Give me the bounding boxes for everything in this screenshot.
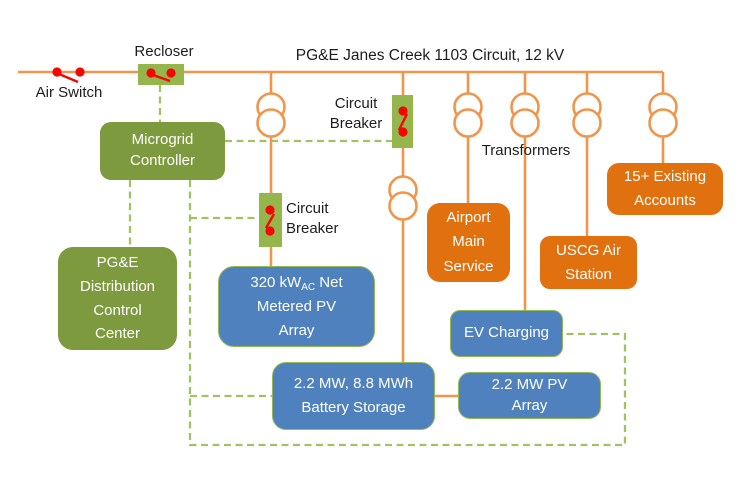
switch-symbols [52, 67, 409, 236]
diagram-title: PG&E Janes Creek 1103 Circuit, 12 kV [295, 47, 565, 64]
transformer-icon [510, 92, 540, 138]
transformer-icon [453, 92, 483, 138]
air-switch-label: Air Switch [35, 84, 103, 101]
transformers-label: Transformers [481, 142, 571, 159]
battery-storage-label: 2.2 MW, 8.8 MWh Battery Storage [293, 375, 414, 416]
uscg-air-station-box: USCG Air Station [540, 236, 637, 289]
ev-charging-box: EV Charging [450, 310, 563, 357]
air-switch-icon [52, 67, 85, 84]
microgrid-controller-box: Microgrid Controller [100, 122, 225, 180]
pv-array-22mw-box: 2.2 MW PV Array [458, 372, 601, 419]
transformer-icon [388, 175, 418, 221]
net-metered-pv-array-label: 320 kWAC Net Metered PV Array [250, 271, 342, 343]
pge-distribution-control-center-box: PG&E Distribution Control Center [58, 247, 177, 350]
recloser-label: Recloser [134, 43, 194, 60]
airport-main-service-label: Airport Main Service [443, 209, 494, 275]
transformer-icons [256, 92, 678, 221]
microgrid-controller-label: Microgrid Controller [129, 131, 196, 169]
control-lines [128, 85, 627, 447]
circuit-breaker-main-label: Circuit Breaker [329, 95, 383, 132]
uscg-air-station-label: USCG Air Station [555, 241, 621, 283]
transformer-icon [256, 92, 286, 138]
airport-main-service-box: Airport Main Service [427, 203, 510, 282]
transformer-icon [648, 92, 678, 138]
net-metered-pv-text: Net Metered PV Array [256, 273, 343, 339]
ev-charging-label: EV Charging [463, 324, 550, 342]
circuit-breaker-pv-icon [264, 205, 276, 236]
circuit-breaker-main-icon [397, 106, 409, 137]
net-metered-pv-ac-subscript: AC [301, 281, 316, 293]
recloser-switch-icon [146, 68, 176, 83]
net-metered-pv-array-box: 320 kWAC Net Metered PV Array [218, 266, 375, 347]
recloser-block [138, 64, 184, 85]
battery-storage-box: 2.2 MW, 8.8 MWh Battery Storage [272, 362, 435, 430]
transformer-icon [572, 92, 602, 138]
pv-array-22mw-label: 2.2 MW PV Array [491, 375, 568, 414]
existing-accounts-label: 15+ Existing Accounts [623, 168, 707, 209]
net-metered-pv-kw-value: 320 kW [250, 273, 302, 291]
existing-accounts-box: 15+ Existing Accounts [607, 163, 723, 215]
pge-distribution-control-center-label: PG&E Distribution Control Center [79, 254, 156, 343]
ctl-trunk-loop [188, 180, 627, 447]
circuit-breaker-pv-label: Circuit Breaker [286, 200, 339, 237]
